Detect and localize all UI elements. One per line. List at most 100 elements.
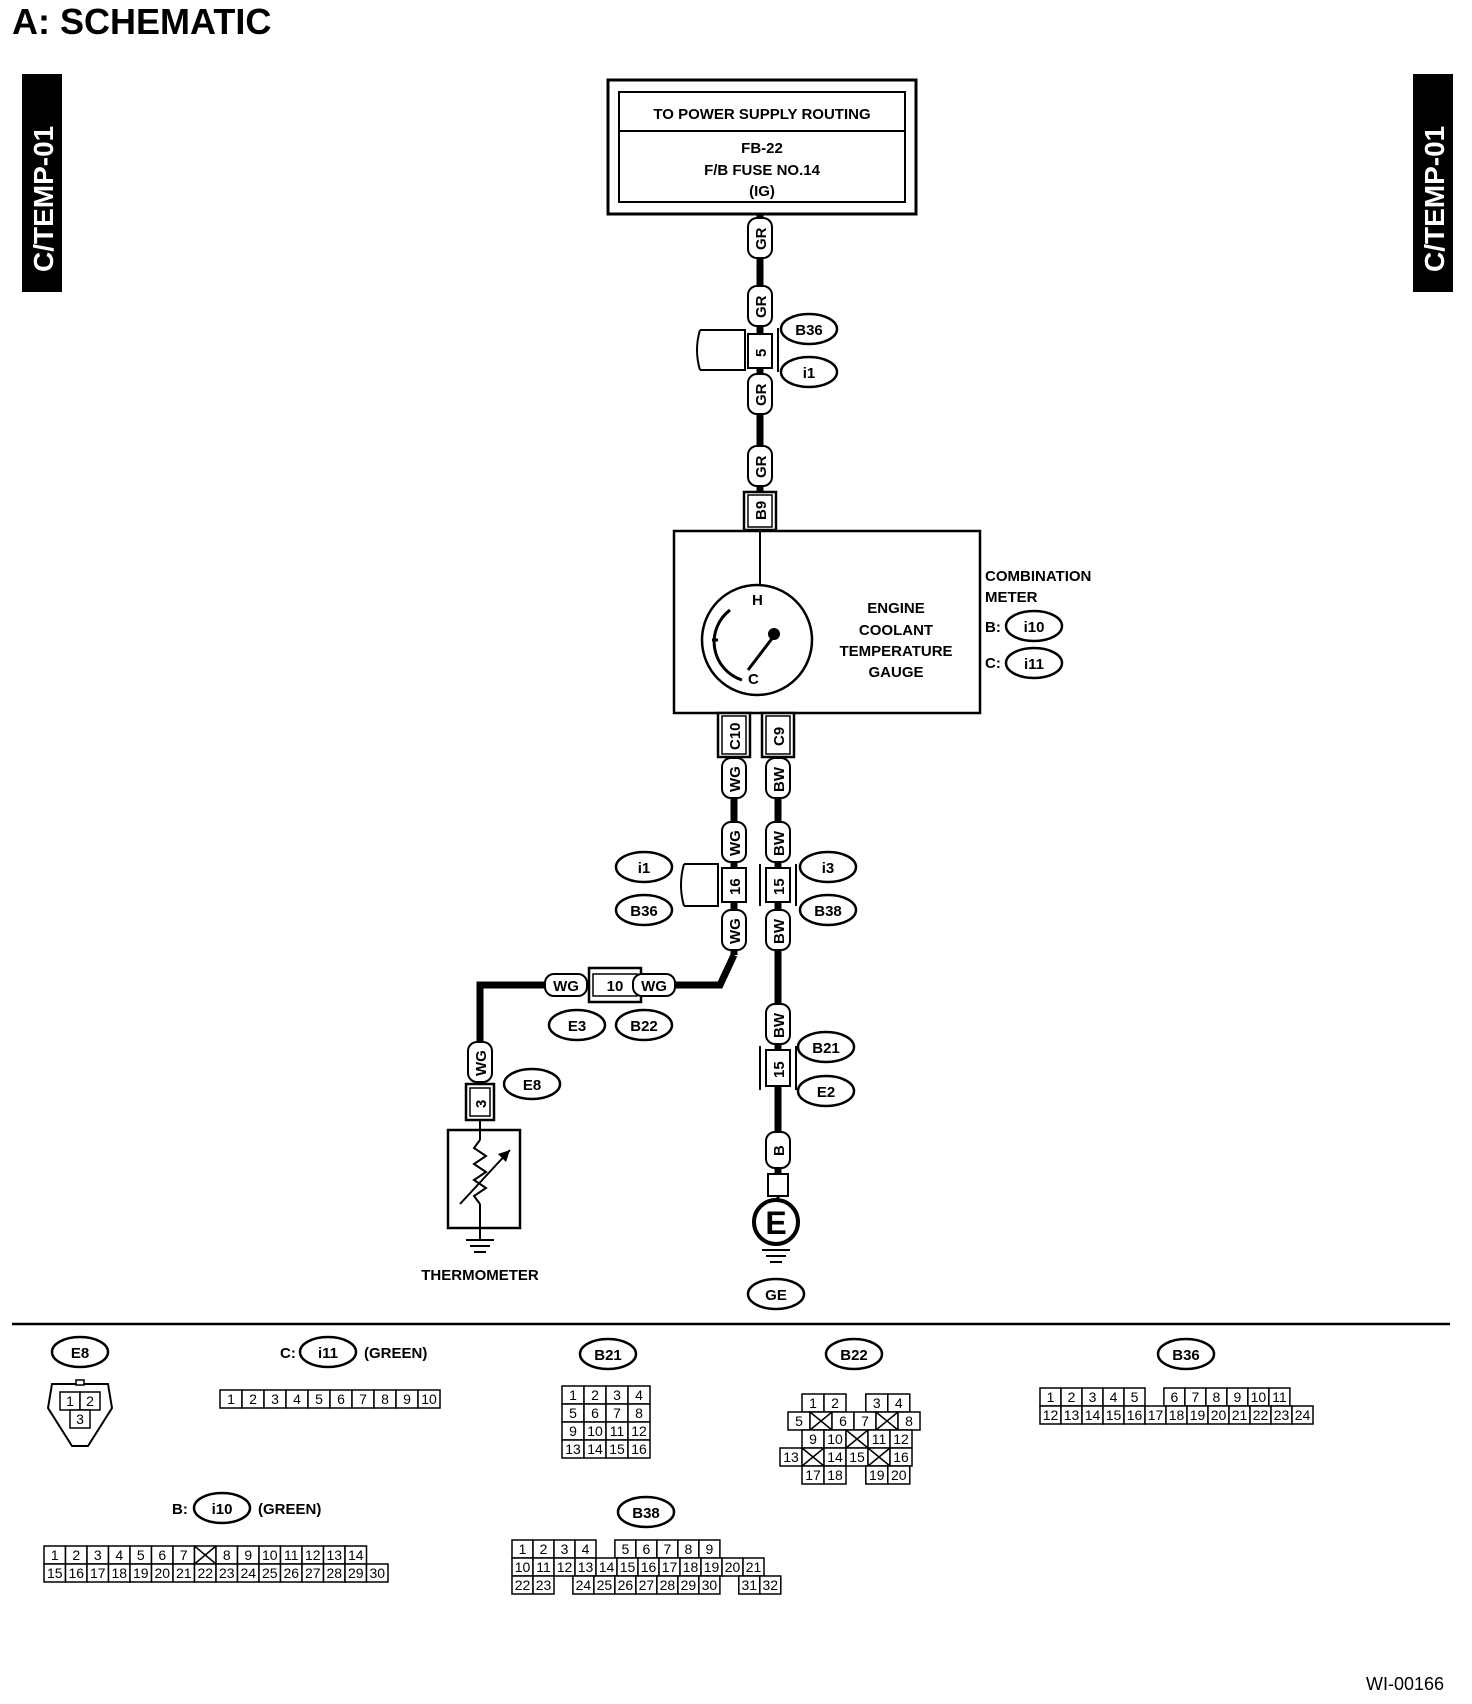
gauge-label-1: ENGINE [867, 600, 925, 617]
pin-number: 1 [227, 1391, 235, 1407]
oval-e2: E2 [796, 1074, 856, 1108]
oval-i1: i1 [779, 355, 839, 389]
meter-name-2: METER [985, 589, 1038, 606]
svg-text:WG: WG [727, 830, 744, 856]
oval-b22-legend: B22 [824, 1337, 884, 1371]
terminal-c10: C10 [716, 711, 752, 759]
pin-number: 6 [1171, 1389, 1179, 1405]
svg-text:16: 16 [727, 878, 744, 895]
wire-label-wg: WG [544, 973, 588, 997]
pin-number: 5 [137, 1547, 145, 1563]
terminal-b9: B9 [742, 490, 778, 532]
pin-number: 16 [1127, 1407, 1143, 1423]
pin-number: 6 [591, 1405, 599, 1421]
pin-number: 8 [685, 1541, 693, 1557]
pin-number: 21 [746, 1559, 762, 1575]
svg-text:i10: i10 [212, 1501, 233, 1518]
pin-number: 25 [262, 1565, 278, 1581]
pin-number: 10 [587, 1423, 603, 1439]
svg-text:BW: BW [771, 1012, 788, 1038]
wire-label-gr: GR [747, 285, 773, 327]
blank-pin-mark [867, 1447, 891, 1467]
side-tab-left-label: C/TEMP-01 [28, 126, 59, 272]
wire-label-gr: GR [747, 217, 773, 259]
connector-i3-b38-pin15: 15 [759, 864, 797, 906]
svg-text:E2: E2 [817, 1084, 835, 1101]
pin-number: 14 [348, 1547, 364, 1563]
power-supply-box: TO POWER SUPPLY ROUTING FB-22 F/B FUSE N… [606, 78, 918, 216]
terminal-c9: C9 [760, 711, 796, 759]
pin-number: 13 [578, 1559, 594, 1575]
wire-label-bw: BW [765, 1003, 791, 1045]
pin-number: 11 [1272, 1389, 1287, 1405]
pin-number: 4 [582, 1541, 590, 1557]
wire-label-bw: BW [765, 909, 791, 951]
pin-number: 9 [244, 1547, 252, 1563]
pin-number: 26 [618, 1577, 634, 1593]
pin-number: 2 [249, 1391, 257, 1407]
pin-cell [759, 1575, 782, 1595]
pin-number: 25 [597, 1577, 613, 1593]
pin-number: 23 [219, 1565, 235, 1581]
svg-text:3: 3 [473, 1100, 490, 1108]
pin-number: 3 [873, 1395, 881, 1411]
pin-number: 8 [905, 1413, 913, 1429]
pin-number: 31 [742, 1577, 758, 1593]
power-box-heading: TO POWER SUPPLY ROUTING [653, 106, 870, 123]
pin-number: 9 [706, 1541, 714, 1557]
wire-label-bw: BW [765, 757, 791, 799]
pin-number: 32 [763, 1577, 779, 1593]
pin-number: 17 [1148, 1407, 1164, 1423]
pin-number: 19 [133, 1565, 149, 1581]
page-title: A: SCHEMATIC [12, 1, 271, 42]
connector-face-e8: 1 2 3 [46, 1379, 114, 1447]
pin-number: 2 [591, 1387, 599, 1403]
pin-number: 4 [895, 1395, 903, 1411]
pin-number: 6 [337, 1391, 345, 1407]
pin-number: 10 [262, 1547, 278, 1563]
svg-text:B38: B38 [632, 1505, 660, 1522]
pin-number: 2 [72, 1547, 80, 1563]
pin-number: 30 [702, 1577, 718, 1593]
pin-cell [698, 1575, 721, 1595]
wire-label-gr: GR [747, 373, 773, 415]
pin-cell [823, 1465, 847, 1485]
pin-number: 7 [1192, 1389, 1200, 1405]
power-box-fb-code: FB-22 [741, 140, 783, 157]
pin-number: 12 [305, 1547, 321, 1563]
pin-number: 10 [421, 1391, 437, 1407]
pin-number: 8 [381, 1391, 389, 1407]
wire-label-wg: WG [721, 909, 747, 951]
pin-number: 27 [305, 1565, 321, 1581]
svg-text:15: 15 [771, 878, 788, 895]
thermometer-icon [446, 1120, 522, 1253]
side-tab-left: C/TEMP-01 [22, 74, 62, 292]
svg-text:GR: GR [753, 227, 770, 250]
pin-number: 15 [849, 1449, 865, 1465]
gauge-label-2: COOLANT [859, 622, 933, 639]
pin-number: 3 [1089, 1389, 1097, 1405]
svg-text:BW: BW [771, 766, 788, 792]
pin-number: 21 [1232, 1407, 1248, 1423]
pin-number: 14 [587, 1441, 603, 1457]
pin-number: 7 [861, 1413, 869, 1429]
pin-number: 12 [1043, 1407, 1059, 1423]
svg-text:BW: BW [771, 918, 788, 944]
pin-number: 1 [51, 1547, 59, 1563]
bw-wire: BW BW 15 BW BW 15 B [759, 757, 797, 1206]
pin-number: 5 [795, 1413, 803, 1429]
pin-number: 16 [893, 1449, 909, 1465]
oval-b36: B36 [614, 893, 674, 927]
side-tab-right-label: C/TEMP-01 [1419, 126, 1450, 272]
pin-number: 4 [115, 1547, 123, 1563]
wire-label-wg: WG [721, 821, 747, 863]
svg-text:C9: C9 [771, 727, 788, 746]
svg-text:GR: GR [753, 455, 770, 478]
power-box-ig: (IG) [749, 183, 775, 200]
pin-number: 19 [704, 1559, 720, 1575]
pin-number: 5 [1131, 1389, 1139, 1405]
pin-number: 23 [536, 1577, 552, 1593]
oval-e3: E3 [547, 1008, 607, 1042]
